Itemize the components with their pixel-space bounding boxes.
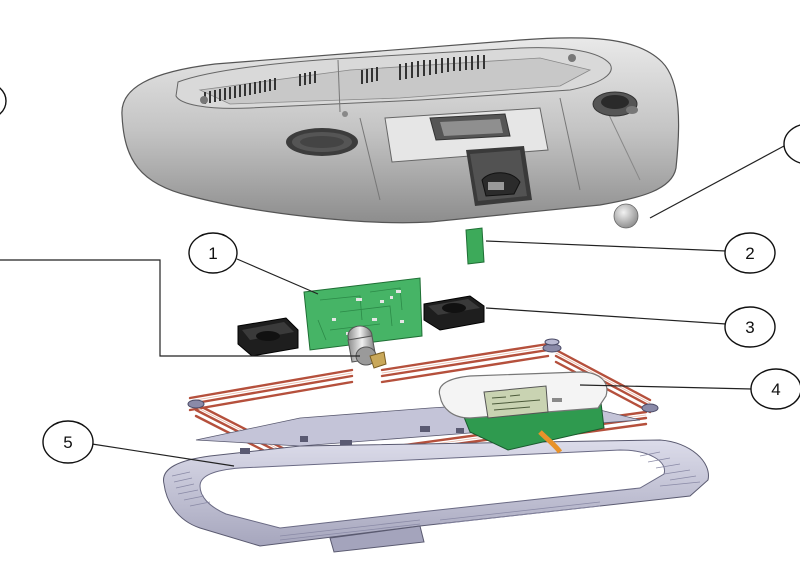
display-module — [438, 371, 608, 454]
small-sensor-board — [465, 227, 485, 265]
callout-1: 1 — [188, 232, 238, 274]
housing-cover — [121, 37, 680, 224]
bottom-tray — [163, 399, 709, 553]
vent-slots — [204, 55, 485, 104]
callout-4-label: 4 — [771, 380, 780, 399]
motor — [347, 325, 387, 369]
callout-2: 2 — [724, 232, 776, 274]
leader-lines — [0, 145, 785, 467]
side-grille-left — [286, 128, 358, 156]
callout-3: 3 — [724, 306, 776, 348]
callout-4: 4 — [750, 368, 800, 410]
front-grille — [466, 146, 532, 206]
callout-right-top-partial — [783, 124, 800, 164]
callout-1-label: 1 — [208, 244, 217, 263]
callout-5: 5 — [42, 420, 94, 464]
callout-5-label: 5 — [63, 433, 72, 452]
callout-left-top-partial — [0, 87, 7, 115]
fan-left — [237, 317, 299, 357]
fan-right — [423, 295, 485, 331]
knob-socket — [592, 91, 638, 117]
ball-part — [613, 203, 639, 229]
callout-3-label: 3 — [745, 318, 754, 337]
callout-2-label: 2 — [745, 244, 754, 263]
